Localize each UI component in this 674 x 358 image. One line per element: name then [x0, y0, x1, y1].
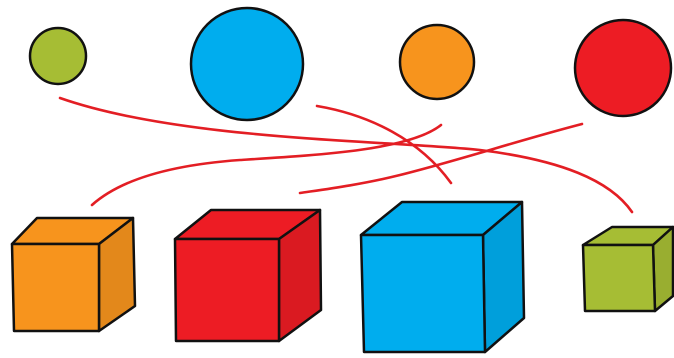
cube-large-blue-front	[361, 235, 485, 352]
matching-lines	[60, 98, 632, 212]
circle-large-blue	[191, 8, 303, 120]
circle-small-green	[30, 28, 86, 84]
cube-large-red	[175, 210, 321, 341]
cubes-row	[12, 202, 673, 352]
link-green-circle-to-green-cube	[60, 98, 632, 212]
link-orange-circle-to-orange-cube	[92, 125, 441, 205]
circle-large-red	[575, 20, 671, 116]
circle-medium-orange	[400, 25, 474, 99]
cube-small-green	[583, 227, 673, 311]
link-red-circle-to-red-cube	[300, 124, 582, 193]
cube-large-red-front	[175, 239, 279, 341]
cube-large-blue	[361, 202, 524, 352]
circles-row	[30, 8, 671, 120]
cube-medium-orange-front	[12, 244, 99, 331]
cube-medium-orange	[12, 218, 135, 331]
cube-small-green-front	[583, 245, 655, 311]
